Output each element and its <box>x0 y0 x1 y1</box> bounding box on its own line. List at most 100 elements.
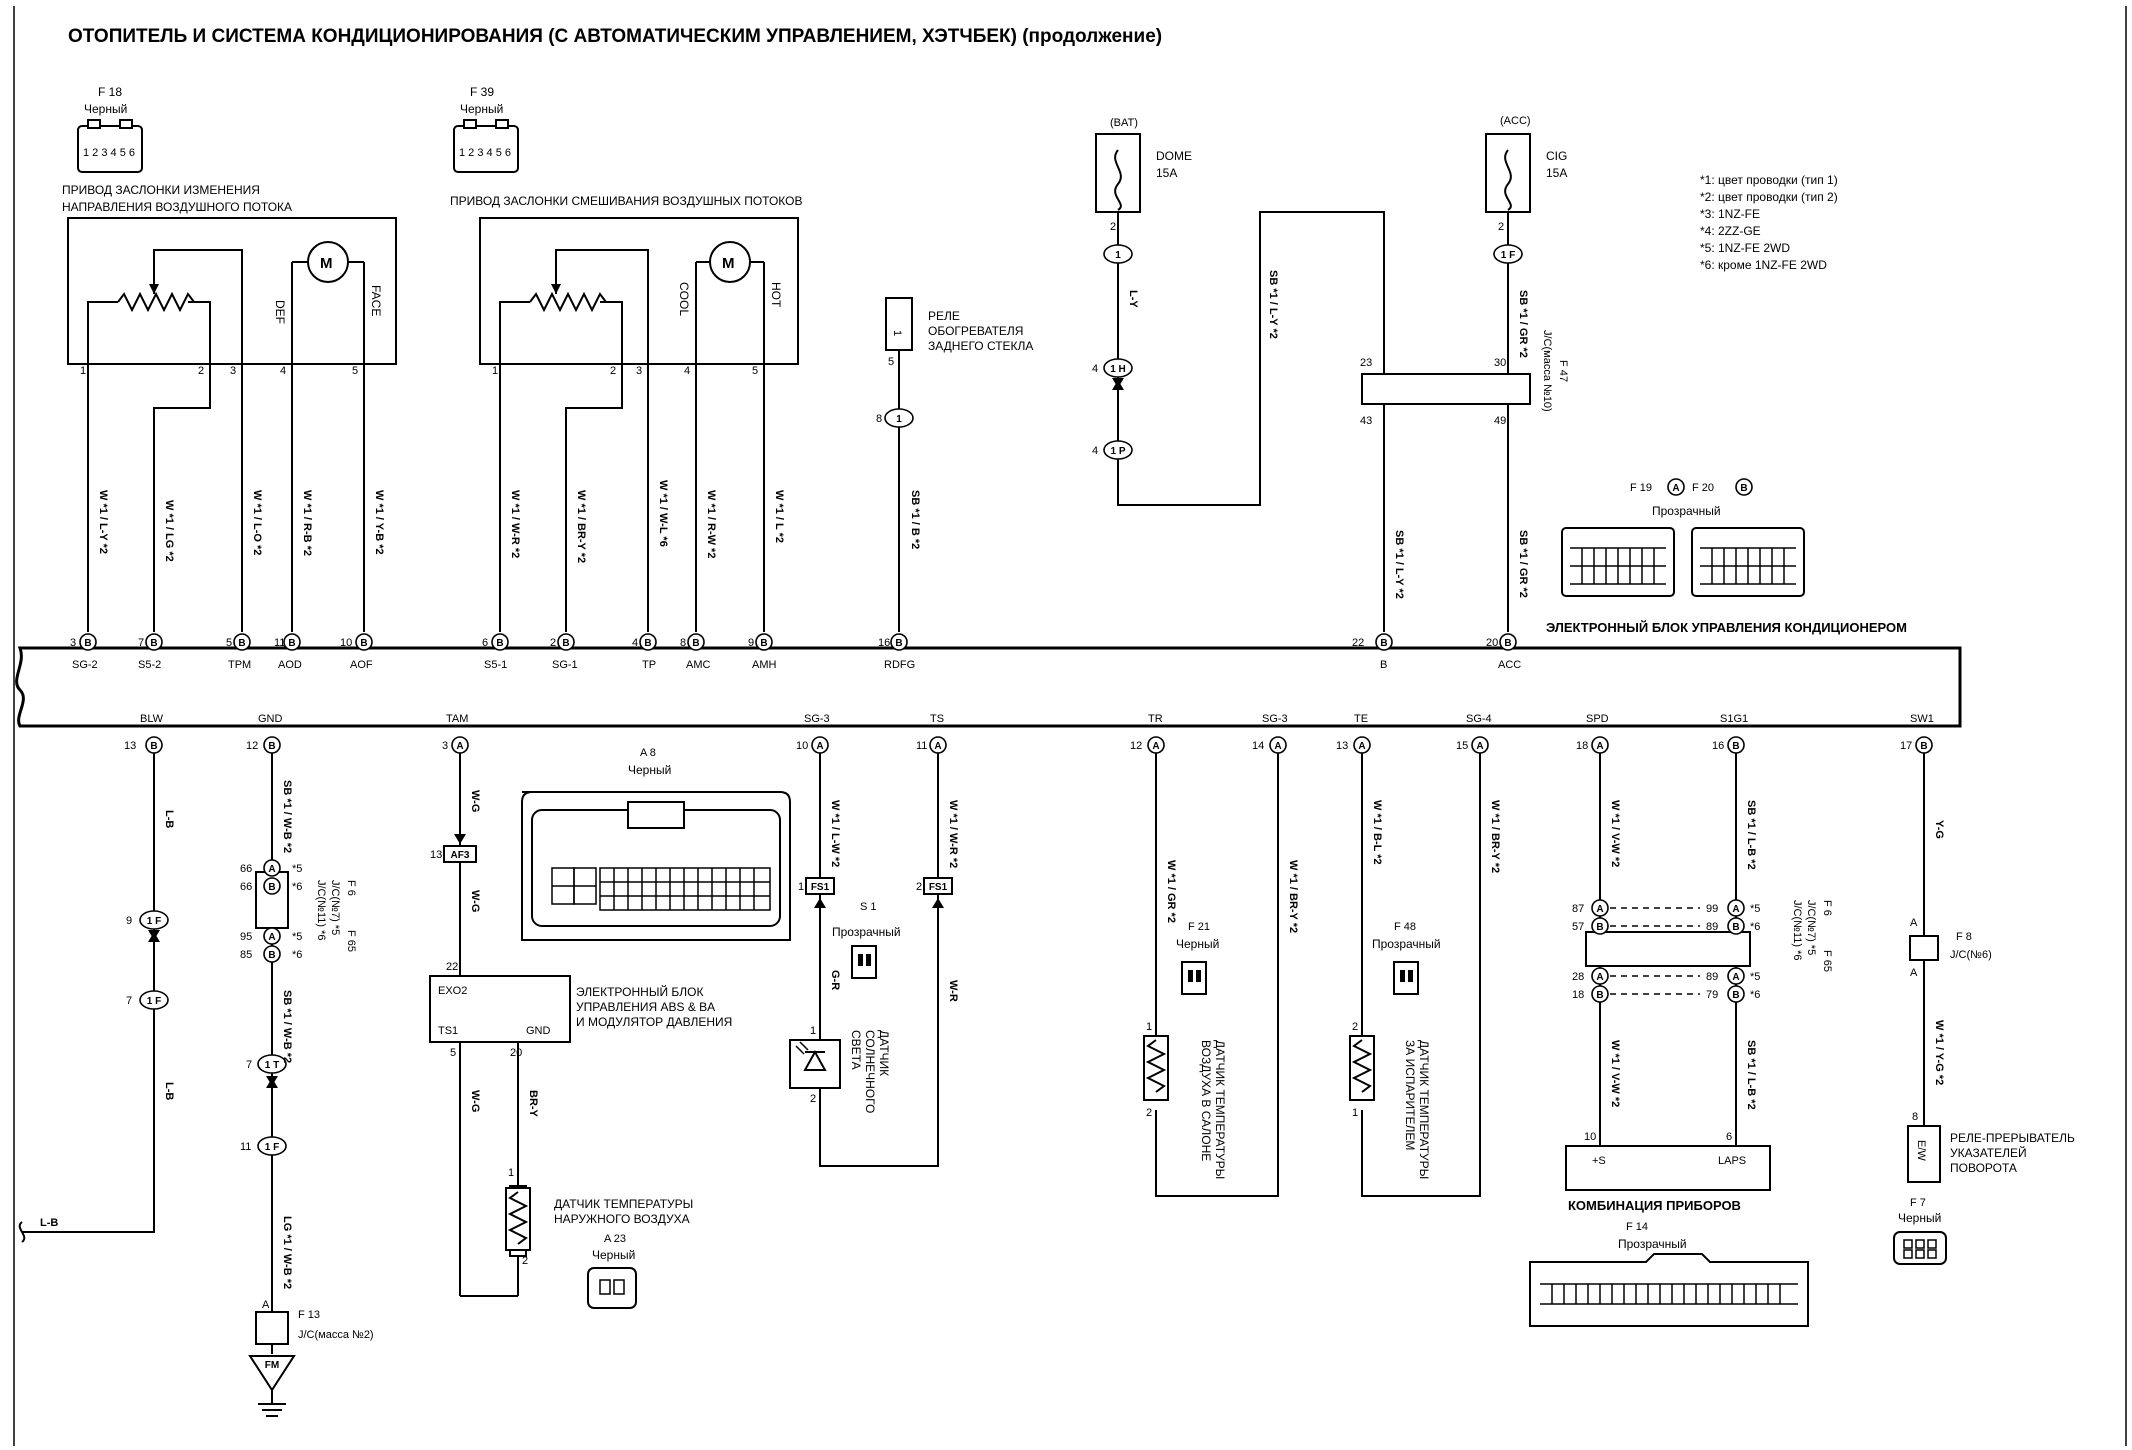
f48-code: F 48 <box>1394 921 1416 933</box>
svg-text:A: A <box>262 1299 270 1311</box>
svg-text:W *1 / R-W *2: W *1 / R-W *2 <box>705 490 717 558</box>
svg-text:5: 5 <box>352 365 358 377</box>
svg-text:43: 43 <box>1360 415 1372 427</box>
svg-text:W *1 / L *2: W *1 / L *2 <box>773 490 785 543</box>
svg-text:TP: TP <box>642 659 656 671</box>
diagram-title: ОТОПИТЕЛЬ И СИСТЕМА КОНДИЦИОНИРОВАНИЯ (С… <box>68 26 1162 47</box>
abs-label-2: УПРАВЛЕНИЯ ABS & BA <box>576 1000 715 1014</box>
f6r-label-1: J/C(№7) *5 <box>1805 900 1817 955</box>
f19-f20-connectors: F 19 A F 20 B Прозрачный <box>1561 478 1805 597</box>
svg-text:*6: *6 <box>292 881 302 893</box>
svg-text:13: 13 <box>1336 740 1348 752</box>
f7-code: F 7 <box>1910 1197 1926 1209</box>
actuator-wires <box>87 376 765 632</box>
svg-text:5: 5 <box>450 1047 456 1059</box>
f18-label-2: НАПРАВЛЕНИЯ ВОЗДУШНОГО ПОТОКА <box>62 200 292 214</box>
cluster-code: F 14 <box>1626 1221 1648 1233</box>
f13-code: F 13 <box>298 1309 320 1321</box>
svg-text:85: 85 <box>240 949 252 961</box>
svg-text:89: 89 <box>1706 971 1718 983</box>
svg-text:B: B <box>150 638 157 649</box>
svg-text:SB *1 / GR *2: SB *1 / GR *2 <box>1517 530 1529 598</box>
svg-text:3: 3 <box>230 365 236 377</box>
f21-label-2: ВОЗДУХА В САЛОНЕ <box>1199 1040 1213 1161</box>
sw1-circuit: Y-G A A F 8 J/C(№6) W *1 / Y-G *2 8 E/W … <box>1893 753 2075 1265</box>
svg-text:A: A <box>1596 904 1603 915</box>
svg-text:23: 23 <box>1360 357 1372 369</box>
svg-text:B: B <box>1380 659 1387 671</box>
dome-fuse: (BAT) DOME 15A 1 2 1 H 4 1 P 4 L-Y SB *1… <box>1092 117 1385 632</box>
svg-text:14: 14 <box>1252 740 1264 752</box>
svg-text:1: 1 <box>798 881 804 893</box>
svg-text:2: 2 <box>610 365 616 377</box>
svg-text:W *1 / W-R *2: W *1 / W-R *2 <box>509 490 521 558</box>
relay-label-3: ЗАДНЕГО СТЕКЛА <box>928 339 1033 353</box>
cluster-laps: LAPS <box>1718 1155 1746 1167</box>
svg-text:1: 1 <box>492 365 498 377</box>
svg-text:12: 12 <box>246 740 258 752</box>
note-1: *1: цвет проводки (тип 1) <box>1700 173 1838 187</box>
svg-text:1 H: 1 H <box>1110 364 1126 375</box>
svg-text:49: 49 <box>1494 415 1506 427</box>
s1-code: S 1 <box>860 901 877 913</box>
a8-color: Черный <box>628 763 671 777</box>
svg-text:11: 11 <box>274 637 285 649</box>
svg-text:17: 17 <box>1900 740 1912 752</box>
svg-text:B: B <box>692 638 699 649</box>
svg-text:7: 7 <box>126 995 132 1007</box>
svg-text:A: A <box>1910 917 1918 929</box>
f6-code-2: F 65 <box>345 930 357 952</box>
svg-text:A: A <box>1152 741 1159 752</box>
svg-text:B: B <box>895 638 902 649</box>
svg-text:B: B <box>1732 990 1739 1001</box>
abs-ts1: TS1 <box>438 1025 458 1037</box>
svg-text:30: 30 <box>1494 357 1506 369</box>
a23-connector-icon <box>587 1267 637 1309</box>
svg-text:TR: TR <box>1148 713 1163 725</box>
svg-text:1: 1 <box>891 330 903 336</box>
svg-text:12: 12 <box>1130 740 1142 752</box>
svg-text:*6: *6 <box>1750 921 1760 933</box>
svg-text:4: 4 <box>280 365 286 377</box>
svg-text:W-G: W-G <box>469 1090 481 1112</box>
svg-text:*5: *5 <box>292 863 302 875</box>
svg-text:TE: TE <box>1354 713 1368 725</box>
svg-text:1: 1 <box>80 365 86 377</box>
svg-text:W *1 / BR-Y *2: W *1 / BR-Y *2 <box>575 490 587 563</box>
f39-cool: COOL <box>677 282 691 316</box>
notes-legend: *1: цвет проводки (тип 1) *2: цвет прово… <box>1700 173 1838 272</box>
svg-text:W *1 / W-L *6: W *1 / W-L *6 <box>657 480 669 547</box>
f14-connector-icon <box>1529 1253 1809 1327</box>
note-4: *4: 2ZZ-GE <box>1700 224 1761 238</box>
svg-text:A: A <box>268 864 275 875</box>
svg-text:22: 22 <box>1352 637 1364 649</box>
svg-text:SB *1 / L-Y *2: SB *1 / L-Y *2 <box>1267 270 1279 339</box>
svg-text:3: 3 <box>442 740 448 752</box>
f6-label-2: J/C(№11) *6 <box>315 880 327 941</box>
svg-text:SB *1 / L-B *2: SB *1 / L-B *2 <box>1745 1040 1757 1110</box>
abs-label-1: ЭЛЕКТРОННЫЙ БЛОК <box>576 984 704 999</box>
svg-text:AMH: AMH <box>752 659 777 671</box>
svg-text:TS: TS <box>930 713 944 725</box>
svg-text:B: B <box>1596 922 1603 933</box>
svg-text:TAM: TAM <box>446 713 468 725</box>
svg-text:1: 1 <box>896 414 902 425</box>
svg-text:E/W: E/W <box>1915 1140 1927 1161</box>
f39-code: F 39 <box>470 85 494 99</box>
svg-text:L-B: L-B <box>163 810 175 828</box>
f6r-code-2: F 65 <box>1821 950 1833 972</box>
svg-text:1: 1 <box>1352 1107 1358 1119</box>
svg-text:SB *1 / W-B *2: SB *1 / W-B *2 <box>281 990 293 1063</box>
svg-text:2: 2 <box>810 1093 816 1105</box>
svg-text:W *1 / Y-B *2: W *1 / Y-B *2 <box>373 490 385 555</box>
f7-label-2: УКАЗАТЕЛЕЙ <box>1950 1145 2027 1160</box>
s1-color: Прозрачный <box>832 925 901 939</box>
svg-text:W *1 / V-W *2: W *1 / V-W *2 <box>1609 1040 1621 1107</box>
svg-text:3: 3 <box>70 637 76 649</box>
svg-text:2: 2 <box>550 637 556 649</box>
svg-text:4: 4 <box>1092 363 1098 375</box>
svg-text:S5-2: S5-2 <box>138 659 161 671</box>
a23-code: A 23 <box>604 1233 626 1245</box>
svg-text:9: 9 <box>126 915 132 927</box>
